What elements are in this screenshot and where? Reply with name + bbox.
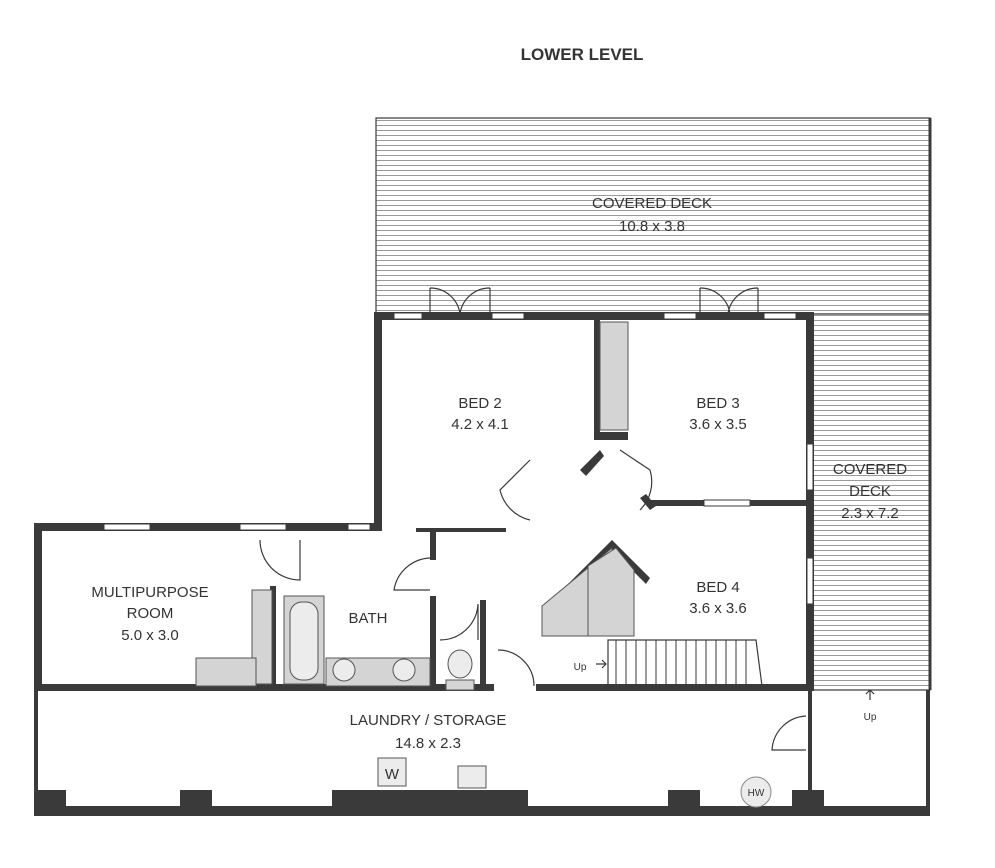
washer xyxy=(377,757,407,787)
covered-deck-top-dims: 10.8 x 3.8 xyxy=(619,218,685,235)
deck-up-label: Up xyxy=(864,712,877,723)
covered-deck-side-name-line2: DECK xyxy=(849,483,891,500)
stair-up-arrow xyxy=(596,659,607,669)
walls xyxy=(34,312,930,816)
covered-deck-side-dims: 2.3 x 7.2 xyxy=(841,505,899,522)
covered-deck-top xyxy=(375,117,931,315)
bed3-closet xyxy=(599,321,629,431)
laundry-name: LAUNDRY / STORAGE xyxy=(350,712,507,729)
covered-deck-side-name-line1: COVERED xyxy=(833,461,907,478)
deck-up-arrow xyxy=(865,689,875,700)
laundry-sink xyxy=(457,765,487,789)
hot-water-tank xyxy=(740,776,772,808)
bath-name: BATH xyxy=(349,610,388,627)
covered-deck-top-name: COVERED DECK xyxy=(592,195,712,212)
bed3-dims: 3.6 x 3.5 xyxy=(689,416,747,433)
windows xyxy=(103,312,814,605)
plan-title: LOWER LEVEL xyxy=(521,45,644,64)
bed4-dims: 3.6 x 3.6 xyxy=(689,600,747,617)
washer-label: W xyxy=(385,766,400,783)
laundry-dims: 14.8 x 2.3 xyxy=(395,735,461,752)
covered-deck-side xyxy=(811,313,931,691)
staircase xyxy=(607,639,763,687)
bed4-closet-right xyxy=(587,547,635,637)
multipurpose-name-line1: MULTIPURPOSE xyxy=(91,584,208,601)
bed2-dims: 4.2 x 4.1 xyxy=(451,416,509,433)
bed3-name: BED 3 xyxy=(696,395,739,412)
bed2-name: BED 2 xyxy=(458,395,501,412)
stair-up-label: Up xyxy=(574,662,587,673)
multipurpose-dims: 5.0 x 3.0 xyxy=(121,627,179,644)
bath-fixtures xyxy=(195,589,475,691)
multipurpose-name-line2: ROOM xyxy=(127,605,174,622)
bed4-name: BED 4 xyxy=(696,579,739,596)
hot-water-label: HW xyxy=(748,788,765,799)
